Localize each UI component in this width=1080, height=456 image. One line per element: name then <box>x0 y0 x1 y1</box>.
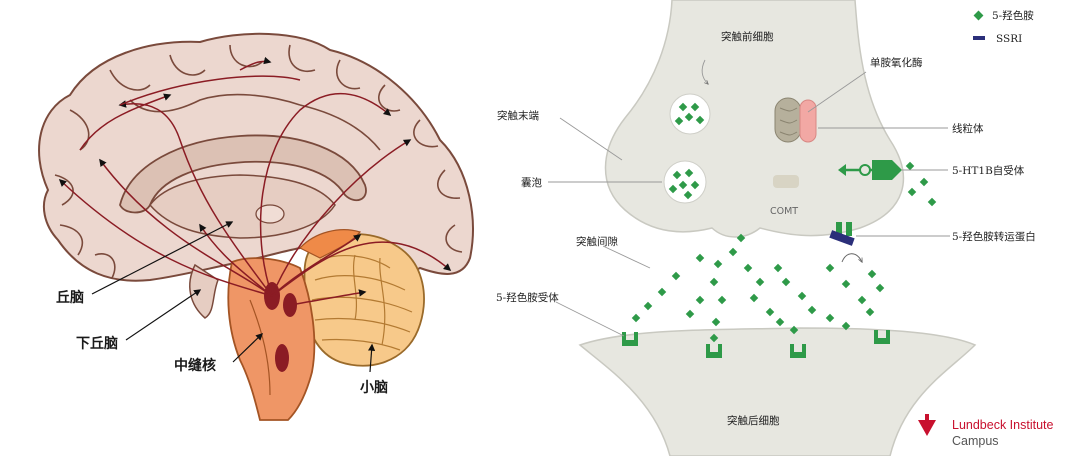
cortex-gyri <box>54 44 463 279</box>
synapse-diagram: COMT <box>548 0 977 456</box>
serotonin-molecule <box>797 291 807 301</box>
brand-mark-icon <box>918 420 936 436</box>
legend-diamond-icon <box>973 10 984 21</box>
serotonin-molecule <box>775 317 785 327</box>
serotonin-molecule <box>865 307 875 317</box>
serotonin-molecule <box>781 277 791 287</box>
serotonin-molecule <box>657 287 667 297</box>
vesicle-1 <box>669 93 711 135</box>
serotonin-molecule <box>743 263 753 273</box>
label-thalamus: 丘脑 <box>56 289 84 306</box>
serotonin-molecule <box>867 269 877 279</box>
label-transporter: 5-羟色胺转运蛋白 <box>952 230 1036 243</box>
label-receptor: 5-羟色胺受体 <box>496 291 559 304</box>
brain-illustration <box>38 32 474 421</box>
legend-serotonin-label: 5-羟色胺 <box>992 9 1034 22</box>
label-cerebellum: 小脑 <box>360 379 388 396</box>
serotonin-molecule <box>643 301 653 311</box>
label-mitochondria: 线粒体 <box>952 122 984 135</box>
serotonin-molecule <box>749 293 759 303</box>
receptor-2 <box>706 344 722 358</box>
serotonin-molecule <box>728 247 738 257</box>
label-mao: 单胺氧化酶 <box>870 56 923 69</box>
receptor-4 <box>874 330 890 344</box>
serotonin-molecule <box>857 295 867 305</box>
label-postsynaptic: 突触后细胞 <box>727 414 780 427</box>
hypothalamus-region <box>189 263 219 319</box>
label-autoreceptor: 5-HT1B自受体 <box>952 164 1025 177</box>
serotonin-molecule <box>685 309 695 319</box>
mao-enzyme <box>799 99 817 143</box>
thalamus-nucleus <box>255 204 285 224</box>
receptor-1 <box>622 332 638 346</box>
label-hypothalamus: 下丘脑 <box>76 335 118 352</box>
postsynaptic-cell <box>578 327 977 456</box>
brand-line2: Campus <box>952 434 999 448</box>
label-raphe: 中缝核 <box>174 357 216 374</box>
legend: 5-羟色胺 SSRI <box>973 9 1034 45</box>
serotonin-molecule <box>711 317 721 327</box>
serotonin-molecule <box>825 313 835 323</box>
serotonin-molecule <box>631 313 641 323</box>
serotonin-molecule <box>709 277 719 287</box>
serotonin-molecule <box>671 271 681 281</box>
serotonin-molecule <box>695 295 705 305</box>
serotonin-molecule <box>717 295 727 305</box>
autoreceptor-5ht1b <box>838 160 902 180</box>
serotonin-molecule <box>825 263 835 273</box>
serotonin-molecule <box>773 263 783 273</box>
serotonin-molecule <box>841 279 851 289</box>
brand-line1: Lundbeck Institute <box>952 418 1054 432</box>
postsynaptic-receptors <box>622 330 890 358</box>
vesicle-2 <box>663 160 707 204</box>
brand-logo: Lundbeck Institute Campus <box>918 414 1054 448</box>
receptor-3 <box>790 344 806 358</box>
cleft-serotonin <box>631 161 937 343</box>
label-vesicle: 囊泡 <box>521 176 542 189</box>
label-cleft: 突触间隙 <box>576 235 618 248</box>
corpus-callosum <box>119 134 367 214</box>
cerebellum-folia <box>311 254 413 351</box>
serotonin-molecule <box>807 305 817 315</box>
serotonin-molecule <box>709 333 719 343</box>
serotonin-molecule <box>875 283 885 293</box>
legend-ssri-label: SSRI <box>996 33 1022 45</box>
serotonin-molecule <box>919 177 929 187</box>
legend-bar-icon <box>973 36 985 40</box>
serotonin-molecule <box>765 307 775 317</box>
serotonin-pathways <box>58 56 452 306</box>
serotonin-molecule <box>789 325 799 335</box>
comt-enzyme <box>773 175 799 188</box>
label-presynaptic: 突触前细胞 <box>721 30 774 43</box>
mitochondria <box>774 97 802 143</box>
label-comt: COMT <box>770 206 798 217</box>
serotonin-molecule <box>713 259 723 269</box>
serotonin-molecule <box>755 277 765 287</box>
serotonin-molecule <box>695 253 705 263</box>
label-terminal: 突触末端 <box>497 109 539 122</box>
serotonin-molecule <box>841 321 851 331</box>
serotonin-transporter <box>829 222 855 246</box>
serotonin-molecule <box>907 187 917 197</box>
serotonin-molecule <box>905 161 915 171</box>
serotonin-molecule <box>927 197 937 207</box>
